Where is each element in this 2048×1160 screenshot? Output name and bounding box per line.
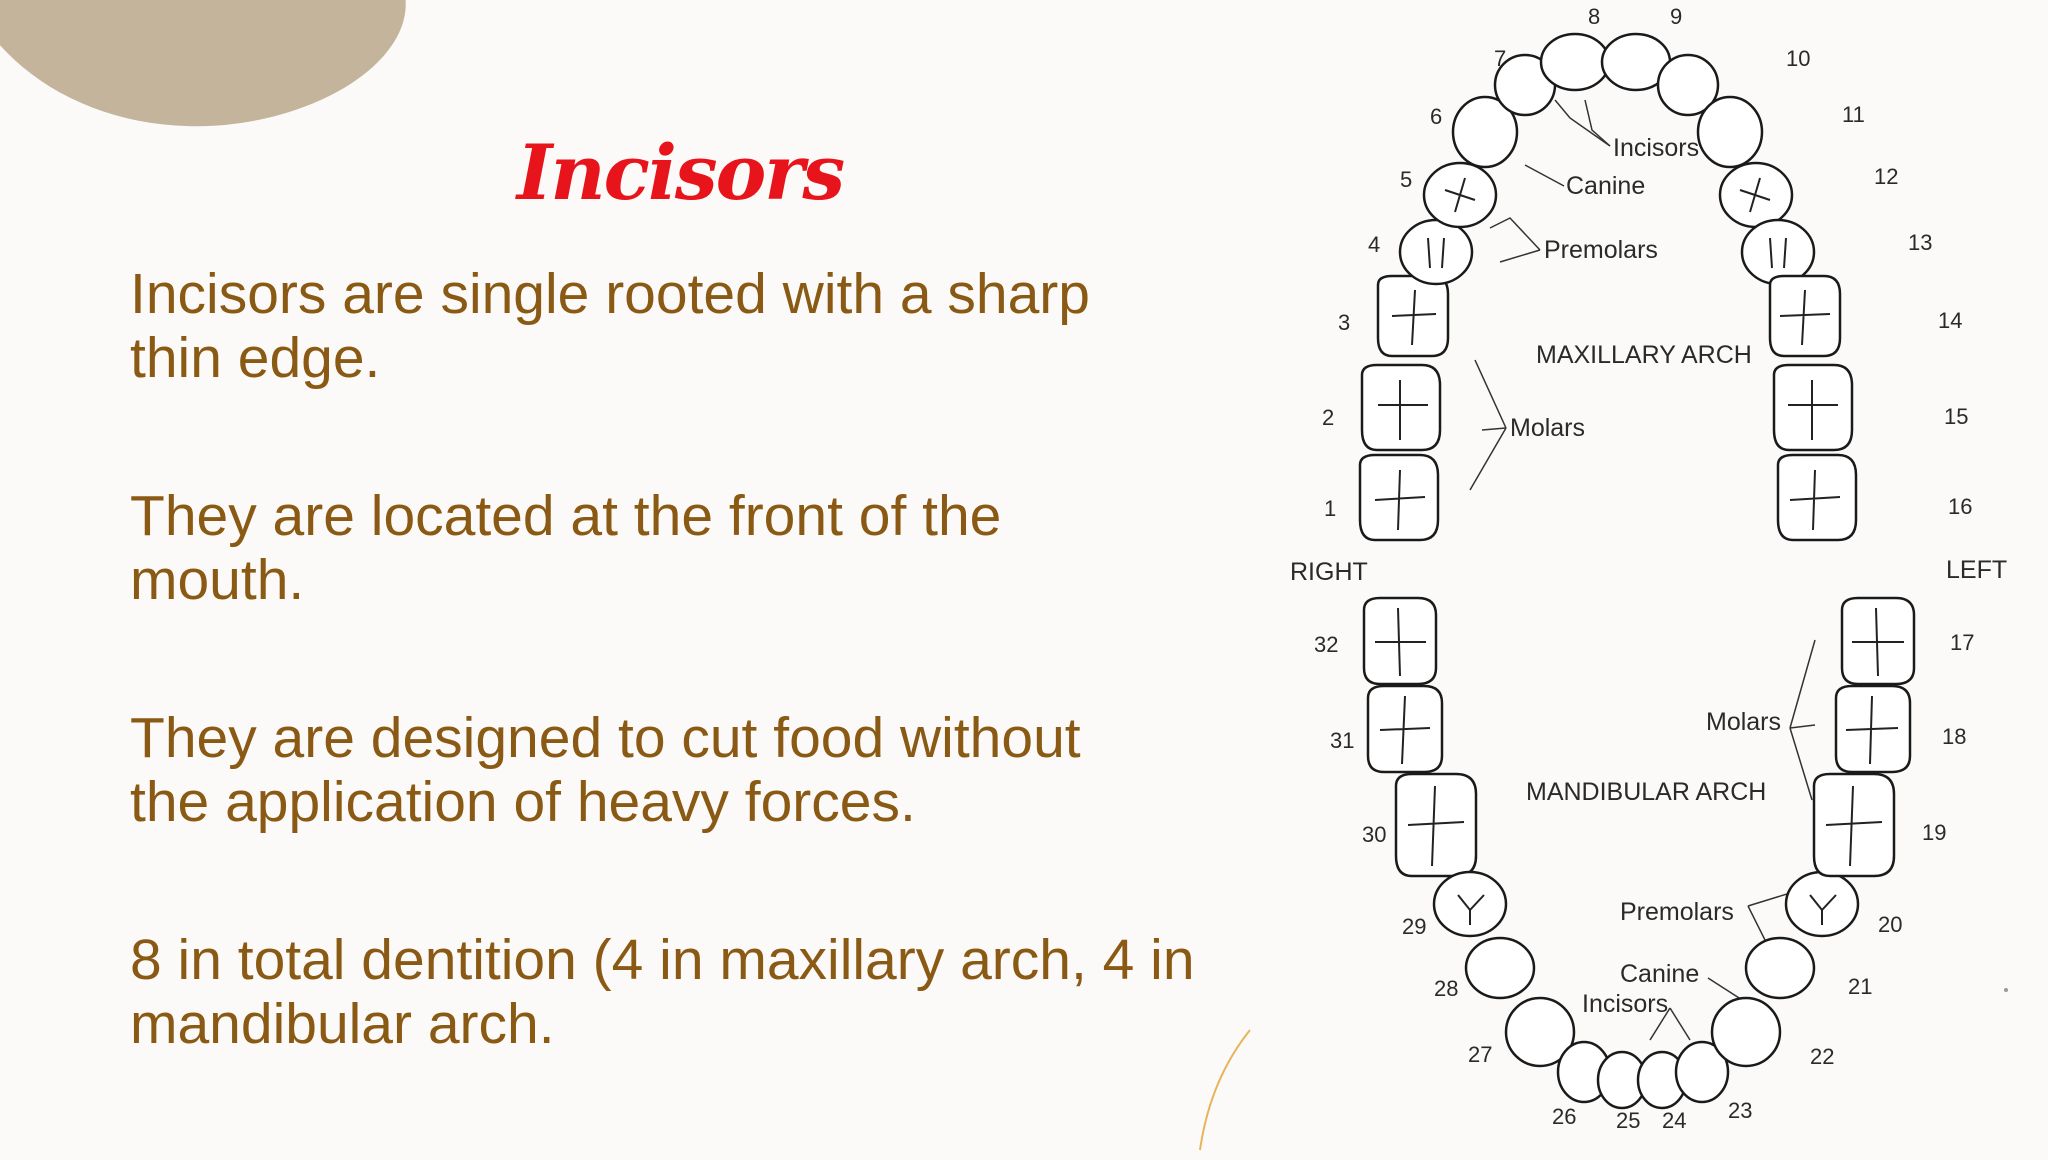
upper-molars-label: Molars — [1510, 414, 1585, 442]
tooth-number-6: 6 — [1430, 104, 1442, 129]
lower-canine-label: Canine — [1620, 960, 1699, 988]
tooth-number-24: 24 — [1662, 1108, 1686, 1133]
tooth-number-32: 32 — [1314, 632, 1338, 657]
tooth-number-31: 31 — [1330, 728, 1354, 753]
tooth-number-8: 8 — [1588, 4, 1600, 29]
upper-premolars-label: Premolars — [1544, 236, 1658, 264]
lower-incisors-label: Incisors — [1582, 990, 1668, 1018]
paragraph-4: 8 in total dentition (4 in maxillary arc… — [130, 928, 1195, 1056]
tooth-number-23: 23 — [1728, 1098, 1752, 1123]
tooth-number-21: 21 — [1848, 974, 1872, 999]
tooth-number-19: 19 — [1922, 820, 1946, 845]
mandibular-teeth — [1362, 596, 1916, 1110]
label-left: LEFT — [1946, 556, 2007, 584]
upper-incisors-label: Incisors — [1613, 134, 1699, 162]
tooth-number-17: 17 — [1950, 630, 1974, 655]
body-paragraphs: Incisors are single rooted with a sharp … — [130, 262, 1210, 1150]
tooth-number-11: 11 — [1842, 102, 1865, 127]
tooth-number-4: 4 — [1368, 232, 1380, 257]
tooth-number-29: 29 — [1402, 914, 1426, 939]
lower-premolars-label: Premolars — [1620, 898, 1734, 926]
paragraph-3: They are designed to cut food without th… — [130, 706, 1081, 834]
tooth-number-3: 3 — [1338, 310, 1350, 335]
label-mandibular-arch: MANDIBULAR ARCH — [1526, 778, 1766, 806]
tooth-number-25: 25 — [1616, 1108, 1640, 1133]
tooth-number-12: 12 — [1874, 164, 1898, 189]
tooth-number-9: 9 — [1670, 4, 1682, 29]
tooth-number-14: 14 — [1938, 308, 1962, 333]
tooth-number-10: 10 — [1786, 46, 1810, 71]
decorative-dot — [2004, 988, 2008, 992]
tooth-number-30: 30 — [1362, 822, 1386, 847]
label-maxillary-arch: MAXILLARY ARCH — [1536, 341, 1752, 369]
tooth-number-28: 28 — [1434, 976, 1458, 1001]
tooth-chart-diagram: RIGHT LEFT MAXILLARY ARCH MANDIBULAR ARC… — [1290, 4, 2007, 1133]
upper-canine-label: Canine — [1566, 172, 1645, 200]
tooth-number-1: 1 — [1324, 496, 1336, 521]
lower-molars-label: Molars — [1706, 708, 1781, 736]
tooth-number-16: 16 — [1948, 494, 1972, 519]
tooth-number-20: 20 — [1878, 912, 1902, 937]
decorative-blob — [0, 0, 420, 160]
slide-title: Incisors — [516, 128, 845, 217]
maxillary-teeth — [1358, 32, 1858, 542]
tooth-number-7: 7 — [1494, 46, 1506, 71]
tooth-number-13: 13 — [1908, 230, 1932, 255]
label-right: RIGHT — [1290, 558, 1368, 586]
decorative-curve — [1199, 1029, 1251, 1151]
paragraph-2: They are located at the front of the mou… — [130, 484, 1002, 612]
tooth-number-18: 18 — [1942, 724, 1966, 749]
tooth-number-26: 26 — [1552, 1104, 1576, 1129]
tooth-number-2: 2 — [1322, 405, 1334, 430]
paragraph-1: Incisors are single rooted with a sharp … — [130, 262, 1090, 390]
tooth-number-22: 22 — [1810, 1044, 1834, 1069]
tooth-number-27: 27 — [1468, 1042, 1492, 1067]
tooth-number-labels: 1 2 3 4 5 6 7 8 9 10 11 12 13 14 15 16 1… — [1314, 4, 1974, 1133]
tooth-number-5: 5 — [1400, 167, 1412, 192]
tooth-number-15: 15 — [1944, 404, 1968, 429]
